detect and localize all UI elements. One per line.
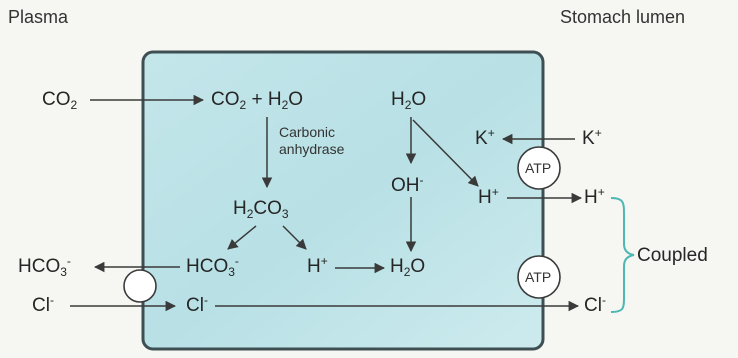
species-h-cell: H+ bbox=[307, 254, 328, 277]
species-h2o-top: H2O bbox=[391, 89, 427, 112]
arrow-h2co3-to-h bbox=[282, 225, 307, 250]
atp-pump-top bbox=[517, 146, 561, 190]
reaction-arrows bbox=[70, 94, 583, 312]
atp-label-bottom: ATP bbox=[525, 269, 552, 285]
cl-hco3-exchanger bbox=[123, 269, 157, 303]
species-h2o-bottom: H2O bbox=[390, 256, 426, 279]
coupled-bracket bbox=[610, 197, 635, 313]
species-cl-cell: Cl- bbox=[186, 293, 208, 316]
atp-pump-bottom bbox=[517, 255, 561, 299]
species-k-cell: K+ bbox=[475, 126, 495, 149]
species-cl-plasma: Cl- bbox=[32, 293, 54, 316]
lumen-header: Stomach lumen bbox=[560, 7, 686, 27]
species-co2-plasma: CO2 bbox=[42, 89, 78, 112]
arrow-h2co3-to-hco3 bbox=[227, 225, 257, 250]
species-hco3-plasma: HCO3- bbox=[18, 254, 71, 279]
species-h2co3: H2CO3 bbox=[233, 198, 289, 221]
arrow-h2o-to-h bbox=[412, 119, 479, 187]
species-h-cell-right: H+ bbox=[478, 185, 499, 208]
species-h-lumen: H+ bbox=[584, 185, 605, 208]
enzyme-label-line1: Carbonic bbox=[279, 124, 336, 140]
species-oh: OH- bbox=[391, 173, 424, 196]
species-hco3-cell: HCO3- bbox=[186, 254, 239, 279]
parietal-cell bbox=[141, 50, 545, 351]
species-co2-h2o: CO2 + H2O bbox=[211, 89, 304, 112]
atp-label-top: ATP bbox=[525, 160, 552, 176]
species-cl-lumen: Cl- bbox=[584, 293, 606, 316]
species-k-lumen: K+ bbox=[582, 126, 602, 149]
enzyme-label-line2: anhydrase bbox=[279, 141, 345, 157]
coupled-label: Coupled bbox=[637, 245, 708, 266]
plasma-header: Plasma bbox=[8, 7, 69, 27]
